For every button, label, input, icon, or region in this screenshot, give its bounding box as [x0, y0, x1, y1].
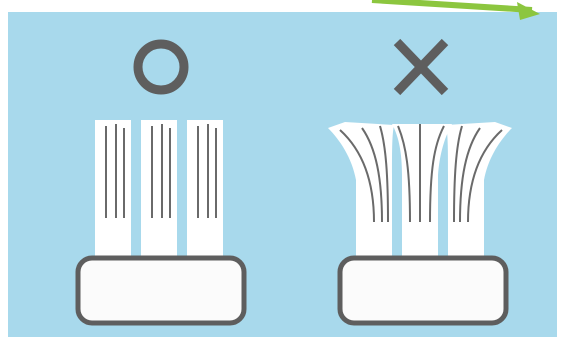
- good-toothbrush-icon: [78, 120, 244, 323]
- good-bristle-tufts: [95, 120, 223, 260]
- worn-brush-head: [340, 258, 506, 323]
- good-brush-head: [78, 258, 244, 323]
